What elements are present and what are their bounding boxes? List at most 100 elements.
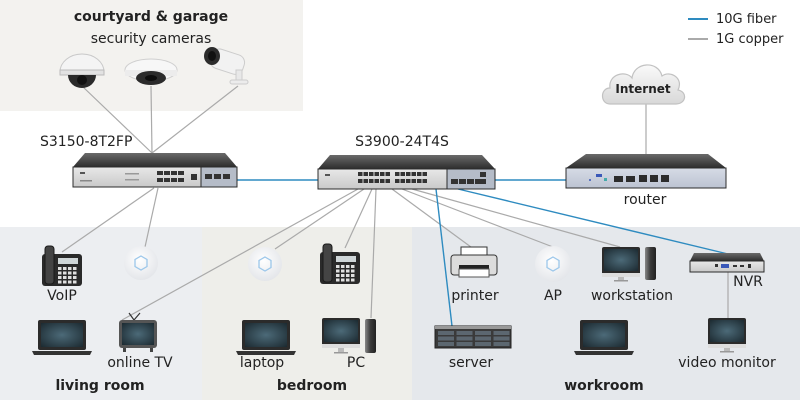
- laptop-icon[interactable]: [236, 320, 296, 355]
- link-switch-core-to-ap-bedroom-copper: [274, 188, 365, 250]
- voip-phone-icon[interactable]: [320, 243, 360, 284]
- ethernet-port-icon: [363, 179, 368, 183]
- legend-label-fiber: 10G fiber: [716, 11, 777, 27]
- keypad-key-icon: [58, 280, 62, 284]
- ethernet-port-icon: [406, 179, 411, 183]
- link-camera-bullet-to-switch-small-copper: [151, 85, 239, 154]
- desktop-pc-icon[interactable]: [322, 318, 376, 354]
- laptop-icon[interactable]: [32, 320, 92, 355]
- keypad-key-icon: [351, 265, 355, 268]
- ethernet-port-icon: [406, 172, 411, 176]
- drive-bay-icon: [438, 331, 454, 335]
- cloud-icon: [601, 64, 686, 105]
- drive-bay-icon: [438, 342, 454, 346]
- keypad-key-icon: [73, 280, 77, 284]
- router-icon[interactable]: [565, 154, 727, 189]
- keypad-key-icon: [351, 274, 355, 277]
- poe-switch-icon[interactable]: [72, 153, 238, 188]
- link-switch-core-to-ap-work-copper: [401, 188, 554, 248]
- keypad-key-icon: [68, 276, 72, 279]
- keypad-key-icon: [336, 278, 340, 282]
- ethernet-port-icon: [400, 179, 405, 183]
- printer-label: printer: [451, 288, 499, 304]
- link-camera-dome-to-switch-small-copper: [81, 85, 153, 154]
- keypad-key-icon: [336, 269, 340, 273]
- drive-bay-icon: [456, 336, 473, 341]
- keypad-key-icon: [336, 265, 340, 268]
- ethernet-port-icon: [363, 172, 368, 176]
- video-monitor-label: video monitor: [678, 355, 776, 371]
- legend: 10G fiber 1G copper: [688, 9, 783, 49]
- fiber-line-swatch: [688, 18, 708, 20]
- server-icon[interactable]: [434, 325, 512, 349]
- ethernet-port-icon: [395, 172, 400, 176]
- drive-bay-icon: [456, 342, 473, 346]
- copper-line-swatch: [688, 38, 708, 40]
- access-point-icon[interactable]: [248, 247, 282, 281]
- ethernet-port-icon: [374, 179, 379, 183]
- legend-label-copper: 1G copper: [716, 31, 784, 47]
- zone-workroom-title: workroom: [564, 378, 644, 394]
- workstation-icon[interactable]: [602, 247, 656, 282]
- link-switch-core-to-server-fiber: [435, 188, 453, 327]
- nvr-icon[interactable]: [689, 253, 765, 273]
- keypad-key-icon: [73, 267, 77, 270]
- keypad-key-icon: [336, 274, 340, 277]
- link-camera-fisheye-to-switch-small-copper: [150, 85, 153, 154]
- keypad-key-icon: [346, 265, 350, 268]
- keypad-key-icon: [58, 267, 62, 270]
- voip-phone-icon[interactable]: [42, 245, 82, 286]
- ethernet-port-icon: [369, 179, 374, 183]
- access-point-icon[interactable]: [124, 246, 158, 280]
- core-switch-icon[interactable]: [317, 155, 496, 190]
- keypad-key-icon: [351, 278, 355, 282]
- drive-bay-icon: [438, 336, 454, 341]
- workstation-label: workstation: [590, 288, 674, 304]
- ethernet-port-icon: [411, 172, 416, 176]
- access-point-icon[interactable]: [535, 246, 571, 282]
- tv-label: online TV: [107, 355, 173, 371]
- tv-icon[interactable]: [119, 312, 157, 352]
- link-switch-core-to-printer-copper: [391, 188, 476, 251]
- legend-item-fiber: 10G fiber: [688, 9, 783, 29]
- legend-item-copper: 1G copper: [688, 29, 783, 49]
- server-label: server: [448, 355, 494, 371]
- internet-label: Internet: [615, 82, 671, 96]
- links-layer: [61, 85, 729, 327]
- pc-label: PC: [346, 355, 366, 371]
- link-switch-core-to-pc-copper: [370, 188, 377, 319]
- keypad-key-icon: [63, 280, 67, 284]
- keypad-key-icon: [346, 269, 350, 273]
- ethernet-port-icon: [358, 179, 363, 183]
- drive-bay-icon: [493, 331, 510, 335]
- keypad-key-icon: [341, 274, 345, 277]
- drive-bay-icon: [456, 331, 473, 335]
- ethernet-port-icon: [380, 179, 385, 183]
- keypad-key-icon: [68, 280, 72, 284]
- laptop-label: laptop: [239, 355, 285, 371]
- keypad-key-icon: [341, 269, 345, 273]
- link-switch-core-to-nvr-fiber: [457, 188, 729, 255]
- link-switch-core-to-voip-bedroom-copper: [344, 188, 373, 249]
- bullet-camera-icon[interactable]: [204, 47, 249, 85]
- zone-cameras-title: courtyard & garage: [73, 9, 229, 25]
- keypad-key-icon: [63, 267, 67, 270]
- ethernet-port-icon: [411, 179, 416, 183]
- zone-bedroom-title: bedroom: [276, 378, 348, 394]
- ethernet-port-icon: [395, 179, 400, 183]
- fisheye-camera-icon[interactable]: [124, 58, 178, 85]
- keypad-key-icon: [58, 271, 62, 275]
- switch-core-label: S3900-24T4S: [355, 134, 449, 150]
- ethernet-port-icon: [369, 172, 374, 176]
- dome-camera-icon[interactable]: [59, 53, 105, 88]
- keypad-key-icon: [68, 267, 72, 270]
- link-switch-small-to-voip-living-copper: [61, 187, 155, 253]
- nvr-label: NVR: [733, 274, 763, 290]
- printer-icon[interactable]: [450, 246, 498, 278]
- ethernet-port-icon: [380, 172, 385, 176]
- monitor-icon[interactable]: [708, 318, 746, 353]
- ethernet-port-icon: [374, 172, 379, 176]
- keypad-key-icon: [341, 265, 345, 268]
- laptop-icon[interactable]: [574, 320, 634, 355]
